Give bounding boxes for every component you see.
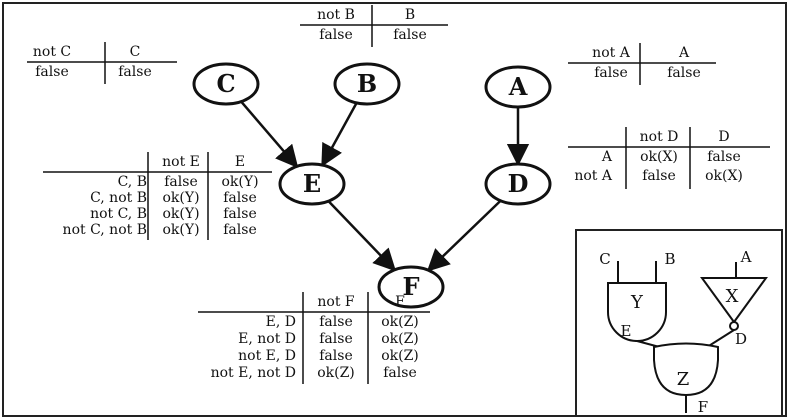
table-f-cell-0-1: ok(Z)	[381, 314, 419, 330]
table-f-header-1: F	[395, 294, 405, 310]
pin-e-label: E	[621, 322, 632, 340]
node-b-ellipse	[333, 62, 401, 106]
gate-x	[700, 277, 768, 324]
node-c: C	[192, 62, 260, 106]
table-d-header-1: D	[718, 129, 729, 145]
node-a-label: A	[508, 72, 528, 101]
node-d-ellipse	[484, 162, 552, 206]
pin-a-label: A	[740, 248, 752, 266]
table-a-header-0: not A	[592, 45, 631, 61]
gate-x-bubble	[729, 321, 739, 331]
table-f-header-0: not F	[317, 294, 355, 310]
node-f-ellipse	[377, 265, 445, 309]
table-b-cell-0-0: false	[319, 27, 352, 43]
table-c-header-1: C	[130, 44, 141, 60]
table-e-cell-2-1: false	[223, 206, 256, 222]
table-c-header-0: not C	[33, 44, 71, 60]
table-e-cell-2-0: ok(Y)	[162, 206, 199, 222]
node-e: E	[278, 162, 346, 206]
table-f-cell-2-1: ok(Z)	[381, 348, 419, 364]
table-b-header-1: B	[405, 7, 415, 23]
table-e-row-label-3: not C, not B	[63, 222, 147, 238]
pin-d-label: D	[735, 330, 747, 348]
node-a: A	[484, 65, 552, 109]
table-f-cell-2-0: false	[319, 348, 352, 364]
table-c-cell-0-1: false	[118, 64, 151, 80]
table-f-cell-1-1: ok(Z)	[381, 331, 419, 347]
pin-c-label: C	[599, 250, 610, 268]
table-f-cell-0-0: false	[319, 314, 352, 330]
node-b: B	[333, 62, 401, 106]
node-d: D	[484, 162, 552, 206]
node-e-label: E	[303, 169, 321, 198]
pin-b-label: B	[664, 250, 675, 268]
table-d-cell-1-1: ok(X)	[705, 168, 743, 184]
node-a-ellipse	[484, 65, 552, 109]
node-d-label: D	[508, 169, 529, 198]
table-e-cell-0-1: ok(Y)	[221, 174, 258, 190]
gate-z-label: Z	[677, 369, 690, 390]
table-d-cell-1-0: false	[642, 168, 675, 184]
table-a-cell-0-0: false	[594, 65, 627, 81]
node-c-ellipse	[192, 62, 260, 106]
table-e-cell-1-0: ok(Y)	[162, 190, 199, 206]
table-c-cell-0-0: false	[35, 64, 68, 80]
table-e-row-label-1: C, not B	[90, 190, 147, 206]
table-e-row-label-2: not C, B	[90, 206, 147, 222]
table-f-cell-1-0: false	[319, 331, 352, 347]
table-d-cell-0-0: ok(X)	[640, 149, 678, 165]
gate-z	[653, 342, 719, 397]
table-a-cell-0-1: false	[667, 65, 700, 81]
node-e-ellipse	[278, 162, 346, 206]
table-f-row-label-3: not E, not D	[211, 365, 296, 381]
table-e-cell-0-0: false	[164, 174, 197, 190]
node-c-label: C	[216, 69, 235, 98]
table-b-header-0: not B	[317, 7, 355, 23]
table-f-cell-3-0: ok(Z)	[317, 365, 355, 381]
table-e-cell-3-0: ok(Y)	[162, 222, 199, 238]
edges	[240, 100, 530, 272]
table-d-cell-0-1: false	[707, 149, 740, 165]
table-e-row-label-0: C, B	[118, 174, 147, 190]
table-f-row-label-1: E, not D	[238, 331, 296, 347]
node-f: F	[377, 265, 445, 309]
table-b-cell-0-1: false	[393, 27, 426, 43]
edge-c-e	[240, 100, 299, 169]
table-e-cell-1-1: false	[223, 190, 256, 206]
table-f-row-label-0: E, D	[266, 314, 296, 330]
table-e-cell-3-1: false	[223, 222, 256, 238]
node-f-label: F	[402, 272, 419, 301]
table-a-header-1: A	[678, 45, 690, 61]
table-f-cell-3-1: false	[383, 365, 416, 381]
edge-b-e	[321, 102, 358, 168]
table-d-row-label-1: not A	[574, 168, 613, 184]
pin-f-label: F	[698, 398, 708, 416]
edge-d-f	[426, 199, 502, 272]
table-d-row-label-0: A	[601, 149, 613, 165]
node-b-label: B	[357, 69, 377, 98]
circuit-inset: Y X Z C B A E D F	[575, 229, 783, 417]
table-f-row-label-2: not E, D	[238, 348, 296, 364]
table-e-header-0: not E	[162, 154, 200, 170]
table-e-header-1: E	[235, 154, 245, 170]
gate-y-label: Y	[630, 292, 644, 313]
gate-x-label: X	[726, 286, 739, 307]
nodes: C B A E D F	[192, 62, 552, 309]
table-d-header-0: not D	[640, 129, 679, 145]
edge-e-f	[327, 200, 397, 272]
